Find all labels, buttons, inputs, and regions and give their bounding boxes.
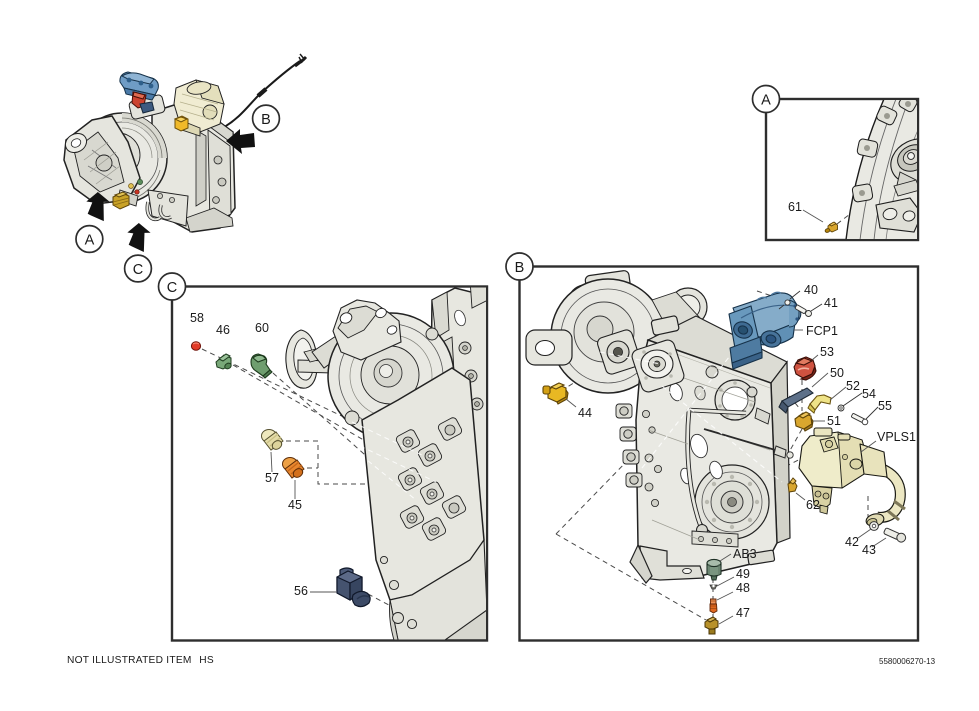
svg-text:B: B — [261, 112, 271, 128]
svg-text:47: 47 — [736, 606, 750, 620]
svg-text:40: 40 — [804, 283, 818, 297]
svg-text:51: 51 — [827, 414, 841, 428]
svg-text:A: A — [85, 232, 95, 248]
svg-text:VPLS1: VPLS1 — [877, 430, 916, 444]
svg-text:60: 60 — [255, 321, 269, 335]
svg-text:62: 62 — [806, 498, 820, 512]
svg-text:C: C — [133, 262, 143, 278]
svg-text:57: 57 — [265, 471, 279, 485]
svg-text:58: 58 — [190, 311, 204, 325]
svg-text:45: 45 — [288, 498, 302, 512]
svg-text:B: B — [515, 260, 525, 276]
svg-text:48: 48 — [736, 581, 750, 595]
svg-text:NOT ILLUSTRATED ITEM HS: NOT ILLUSTRATED ITEM HS — [67, 655, 214, 666]
svg-text:52: 52 — [846, 379, 860, 393]
svg-text:53: 53 — [820, 345, 834, 359]
svg-text:54: 54 — [862, 387, 876, 401]
svg-text:61: 61 — [788, 200, 802, 214]
svg-text:55: 55 — [878, 399, 892, 413]
svg-text:56: 56 — [294, 584, 308, 598]
svg-text:A: A — [761, 92, 771, 108]
svg-text:42: 42 — [845, 535, 859, 549]
svg-text:FCP1: FCP1 — [806, 324, 838, 338]
svg-text:C: C — [167, 280, 177, 296]
svg-text:41: 41 — [824, 296, 838, 310]
svg-text:5580006270-13: 5580006270-13 — [879, 657, 936, 666]
svg-text:49: 49 — [736, 567, 750, 581]
svg-text:43: 43 — [862, 543, 876, 557]
svg-text:46: 46 — [216, 323, 230, 337]
svg-text:44: 44 — [578, 406, 592, 420]
svg-text:50: 50 — [830, 366, 844, 380]
svg-text:AB3: AB3 — [733, 547, 757, 561]
